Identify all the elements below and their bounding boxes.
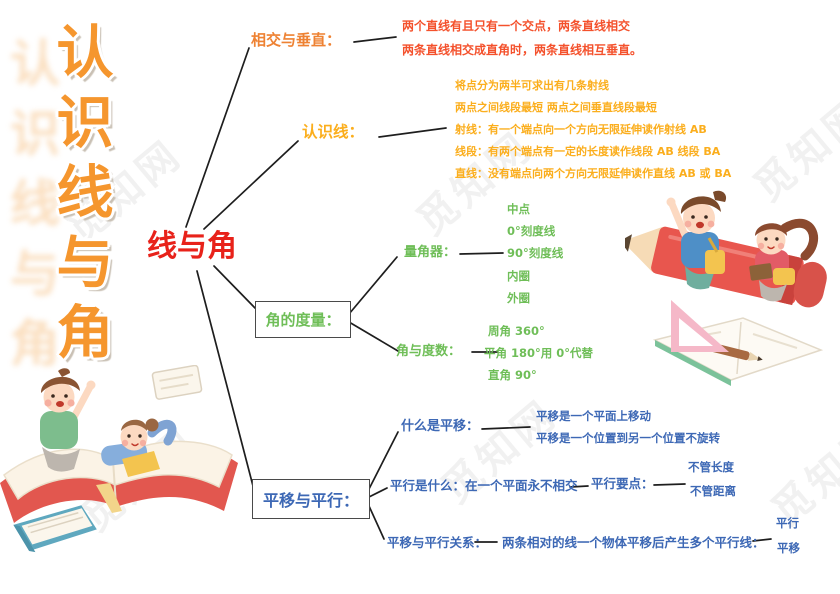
protractor-item: 0°刻度线 (507, 224, 556, 238)
degrees-item: 周角 360° (488, 324, 545, 338)
title-char: 识 (56, 90, 114, 156)
blue-book-icon (13, 505, 97, 553)
what-is-translation-label: 什么是平移： (401, 419, 480, 434)
key-point-item: 不管长度 (688, 460, 734, 474)
relation-item: 平移 (777, 541, 800, 555)
relation-label: 平移与平行关系： (387, 535, 488, 550)
title-char: 线 (56, 160, 114, 226)
degrees-label: 角与度数： (396, 344, 462, 359)
lines-item: 射线：有一个端点向一个方向无限延伸读作射线 AB (455, 123, 707, 136)
girl-character (101, 418, 177, 477)
what-is-parallel-label: 平行是什么：在一个平面永不相交 (390, 478, 578, 493)
root-node: 线与角 (147, 229, 237, 264)
page-title: 认 识 线 与 角 (50, 20, 120, 370)
paper-sheet-icon (151, 365, 203, 400)
degrees-item: 平角 180°用 0°代替 (484, 346, 594, 360)
title-char: 角 (56, 300, 114, 366)
title-char: 认 (56, 20, 114, 86)
protractor-item: 外圈 (507, 291, 530, 305)
protractor-label: 量角器： (404, 245, 457, 260)
title-ghost-shadow: 认 识 线 与 角 (10, 35, 60, 373)
key-point-item: 不管距离 (690, 484, 736, 498)
girl-character (749, 218, 819, 302)
lines-item: 将点分为两半可求出有几条射线 (455, 79, 609, 92)
branch-translate-label: 平移与平行： (262, 491, 359, 510)
title-char: 与 (56, 230, 114, 296)
branch-angle-label: 角的度量： (265, 311, 341, 329)
parallel-key-points-label: 平行要点： (591, 476, 654, 491)
intersect-item: 两个直线有且只有一个交点，两条直线相交 (402, 19, 631, 33)
degrees-item: 直角 90° (488, 368, 537, 382)
protractor-item: 内圈 (507, 269, 530, 283)
branch-lines-label: 认识线： (302, 123, 365, 141)
protractor-item: 中点 (507, 202, 530, 216)
boy-character (40, 368, 96, 472)
branch-translate-node: 平移与平行： (252, 479, 370, 519)
translation-item: 平移是一个位置到另一个位置不旋转 (536, 431, 720, 445)
red-pencil-icon (625, 226, 827, 308)
branch-intersect-label: 相交与垂直： (251, 31, 342, 49)
boy-character (666, 190, 727, 290)
lines-item: 线段：有两个端点有一定的长度读作线段 AB 线段 BA (455, 145, 721, 158)
triangle-ruler-icon (671, 300, 729, 352)
lines-item: 直线：没有端点向两个方向无限延伸读作直线 AB 或 BA (455, 167, 732, 180)
translation-item: 平移是一个平面上移动 (536, 409, 651, 423)
protractor-item: 90°刻度线 (507, 246, 564, 260)
lines-item: 两点之间线段最短 两点之间垂直线段最短 (455, 101, 657, 114)
relation-item: 平行 (776, 516, 799, 530)
intersect-item: 两条直线相交成直角时，两条直线相互垂直。 (402, 43, 643, 57)
relation-detail-label: 两条相对的线一个物体平移后产生多个平行线： (502, 535, 765, 550)
branch-angle-node: 角的度量： (255, 301, 351, 338)
kids-on-book-illustration (0, 365, 238, 553)
kids-on-pencil-illustration (625, 190, 827, 386)
